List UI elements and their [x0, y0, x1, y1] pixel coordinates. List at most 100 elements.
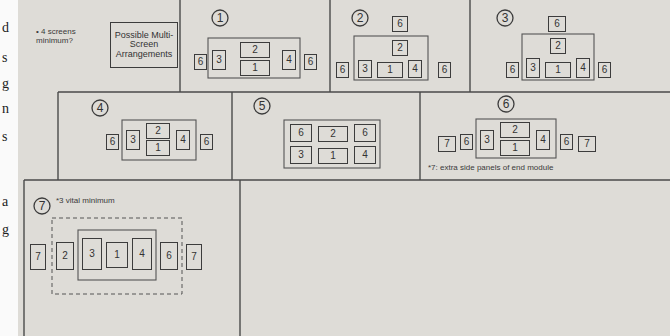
- number-text: 2: [155, 126, 161, 137]
- paper-sheet: [18, 0, 670, 336]
- number-text: 3: [530, 63, 536, 74]
- number-text: 6: [602, 65, 608, 76]
- screen-box: 4: [132, 238, 152, 270]
- number-text: 6: [464, 137, 470, 148]
- number-text: 6: [503, 98, 510, 111]
- number-text: 3: [298, 150, 304, 161]
- screen-box: 3: [126, 130, 140, 150]
- number-text: 6: [198, 57, 204, 68]
- screen-box: 1: [500, 140, 530, 156]
- number-text: 6: [298, 128, 304, 139]
- circled-number: 2: [351, 9, 369, 27]
- number-text: 1: [555, 65, 561, 76]
- note-text: *7: extra side panels of end module: [428, 164, 664, 173]
- number-text: 2: [252, 45, 258, 56]
- screen-box: 2: [392, 40, 408, 56]
- group-frames: [78, 34, 594, 280]
- screen-box: 6: [200, 134, 213, 150]
- screen-box: 4: [282, 50, 296, 70]
- screen-box: 3: [290, 146, 312, 164]
- screen-box: 2: [500, 122, 530, 138]
- screen-box: 2: [146, 123, 170, 139]
- screen-box: 6: [106, 134, 119, 150]
- number-text: 2: [62, 251, 68, 262]
- screen-box: 2: [318, 126, 348, 142]
- screen-box: 4: [536, 130, 550, 150]
- screen-box: 3: [358, 60, 372, 78]
- cropped-text: d: [2, 20, 16, 35]
- number-text: 4: [286, 55, 292, 66]
- number-text: 6: [166, 251, 172, 262]
- screen-box: 6: [560, 134, 573, 150]
- screen-box: 3: [480, 130, 494, 150]
- number-text: 2: [357, 12, 364, 25]
- number-text: 3: [502, 12, 509, 25]
- screen-box: 7: [30, 244, 46, 270]
- number-text: 6: [554, 19, 560, 30]
- screen-box: 1: [106, 242, 128, 268]
- number-text: 1: [114, 250, 120, 261]
- screen-box: 7: [186, 244, 202, 270]
- screen-box: 4: [354, 146, 376, 164]
- screen-box: 3: [82, 238, 102, 270]
- screen-box: 2: [56, 242, 74, 270]
- circled-number: 7: [33, 197, 51, 215]
- screen-box: 6: [438, 62, 451, 78]
- circle-shape: [352, 10, 368, 26]
- screen-box: 6: [506, 62, 519, 78]
- number-text: 1: [155, 143, 161, 154]
- number-text: 2: [555, 41, 561, 52]
- number-text: 3: [362, 64, 368, 75]
- number-text: 4: [580, 63, 586, 74]
- screen-box: 6: [304, 54, 317, 70]
- number-text: 6: [110, 137, 116, 148]
- dashed-region: [52, 218, 182, 294]
- number-text: 4: [97, 102, 104, 115]
- screen-box: 6: [598, 62, 611, 78]
- number-text: 7: [444, 139, 450, 150]
- title-text: Possible Multi-Screen Arrangements: [113, 31, 175, 59]
- screen-box: 6: [460, 134, 473, 150]
- number-text: 6: [564, 137, 570, 148]
- screen-box: 3: [212, 50, 226, 70]
- number-text: 6: [308, 57, 314, 68]
- cropped-text: g: [2, 76, 16, 91]
- circle-shape: [497, 10, 513, 26]
- screen-box: 3: [526, 58, 540, 78]
- circled-number: 1: [211, 9, 229, 27]
- cropped-text: s: [2, 50, 16, 65]
- cropped-text: s: [2, 129, 16, 144]
- number-text: 3: [130, 135, 136, 146]
- number-text: 1: [512, 143, 518, 154]
- panel-grid: [24, 0, 670, 336]
- screen-box: 7: [438, 136, 456, 152]
- screen-box: 6: [290, 124, 312, 142]
- title-box: Possible Multi-Screen Arrangements: [110, 22, 178, 68]
- screen-box: 4: [408, 60, 422, 78]
- note-text: • 4 screens minimum?: [36, 28, 98, 46]
- screen-box: 4: [176, 130, 190, 150]
- circled-number: 6: [497, 95, 515, 113]
- screen-box: 1: [545, 62, 571, 78]
- circle-shape: [34, 198, 50, 214]
- number-text: 7: [35, 252, 41, 263]
- screen-box: 1: [146, 140, 170, 156]
- number-text: 2: [330, 129, 336, 140]
- number-text: 6: [442, 65, 448, 76]
- number-text: 2: [397, 43, 403, 54]
- circle-shape: [254, 98, 270, 114]
- screen-box: 1: [240, 60, 270, 76]
- number-text: 7: [584, 139, 590, 150]
- number-text: 3: [216, 55, 222, 66]
- number-text: 5: [259, 100, 266, 113]
- number-text: 4: [412, 64, 418, 75]
- number-text: 7: [39, 200, 46, 213]
- cropped-text: a: [2, 194, 16, 209]
- screen-box: 2: [550, 38, 566, 54]
- screen-box: 1: [377, 62, 403, 78]
- number-text: 6: [397, 19, 403, 30]
- number-text: 1: [330, 151, 336, 162]
- number-text: 1: [252, 63, 258, 74]
